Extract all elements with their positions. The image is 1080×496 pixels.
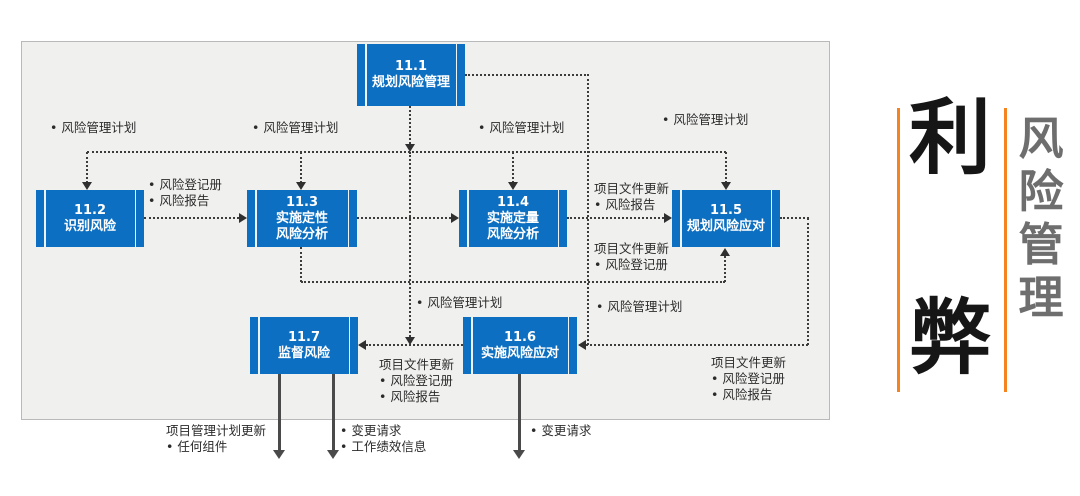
orange-divider-left <box>897 108 900 392</box>
arrowhead-into-11-3-top <box>296 182 306 190</box>
connector-11-1-down-lower <box>409 152 411 337</box>
process-name: 实施定量 风险分析 <box>486 210 539 242</box>
arrowhead-into-11-5-left <box>664 213 672 223</box>
process-box-11-3-qualitative-analysis: 11.3 实施定性 风险分析 <box>247 190 357 247</box>
arrowhead-into-11-7-right <box>358 340 366 350</box>
connector-11-6-to-11-7 <box>366 344 463 346</box>
process-box-11-5-plan-risk-responses: 11.5 规划风险应对 <box>672 190 780 247</box>
output-arrowhead <box>327 450 339 459</box>
connector-riser-into-11-5 <box>724 256 726 282</box>
label-project-documents-updates: 项目文件更新 • 风险登记册 • 风险报告 <box>711 355 787 402</box>
label-change-requests-work-performance: • 变更请求 • 工作绩效信息 <box>340 423 427 454</box>
label-risk-management-plan: • 风险管理计划 <box>478 120 565 135</box>
process-box-11-1-plan-risk-management: 11.1 规划风险管理 <box>357 44 465 106</box>
connector-11-1-right <box>465 74 589 76</box>
output-arrow-11-6 <box>518 374 521 451</box>
connector-right-column-drop <box>587 74 589 345</box>
output-arrow-11-7-left <box>278 374 281 451</box>
connector-rail-mid <box>301 281 725 283</box>
arrowhead-11-1-to-lower-rail <box>405 337 415 345</box>
connector-drop-11-4 <box>512 152 514 183</box>
connector-11-2-to-11-3 <box>144 217 239 219</box>
connector-drop-11-2 <box>86 152 88 183</box>
process-number: 11.2 <box>73 202 107 218</box>
process-number: 11.7 <box>287 329 321 345</box>
process-box-11-6-implement-risk-responses: 11.6 实施风险应对 <box>463 317 577 374</box>
vertical-title-risk-management: 风 险 管 理 <box>1018 112 1064 324</box>
connector-11-3-to-11-4 <box>357 217 451 219</box>
label-project-documents-updates: 项目文件更新 • 风险登记册 • 风险报告 <box>379 357 455 404</box>
process-number: 11.3 <box>285 194 319 210</box>
arrowhead-into-11-5-top <box>721 182 731 190</box>
arrowhead-into-11-4-top <box>508 182 518 190</box>
connector-11-3-bottom-drop <box>300 247 302 282</box>
label-project-documents-updates-risk-register: 项目文件更新 • 风险登记册 <box>594 241 670 272</box>
arrowhead-11-1-to-rail <box>405 144 415 152</box>
connector-rail-top <box>87 151 726 153</box>
label-risk-management-plan: • 风险管理计划 <box>416 295 503 310</box>
arrowhead-into-11-5-bottom <box>720 248 730 256</box>
process-box-11-7-monitor-risks: 11.7 监督风险 <box>250 317 358 374</box>
process-number: 11.4 <box>496 194 530 210</box>
process-box-11-2-identify-risks: 11.2 识别风险 <box>36 190 144 247</box>
process-name: 识别风险 <box>63 218 116 234</box>
label-risk-register-and-report: • 风险登记册 • 风险报告 <box>148 177 222 208</box>
orange-divider-right <box>1004 108 1007 392</box>
label-risk-management-plan: • 风险管理计划 <box>662 112 749 127</box>
process-number: 11.6 <box>503 329 537 345</box>
connector-rail-into-11-6 <box>586 344 808 346</box>
label-change-requests: • 变更请求 <box>530 423 592 438</box>
label-project-documents-updates-risk-report: 项目文件更新 • 风险报告 <box>594 181 670 212</box>
process-number: 11.1 <box>394 59 428 74</box>
label-risk-management-plan: • 风险管理计划 <box>50 120 137 135</box>
process-name: 实施风险应对 <box>480 345 559 361</box>
label-risk-management-plan: • 风险管理计划 <box>596 299 683 314</box>
arrowhead-into-11-4-left <box>451 213 459 223</box>
connector-11-5-to-11-6-drop <box>807 218 809 345</box>
big-char-pro: 利 <box>908 91 991 186</box>
output-arrow-11-7-right <box>332 374 335 451</box>
arrowhead-into-11-6-right <box>578 340 586 350</box>
connector-drop-11-5 <box>725 152 727 183</box>
output-arrowhead <box>513 450 525 459</box>
output-arrowhead <box>273 450 285 459</box>
connector-11-5-right <box>780 217 809 219</box>
process-box-11-4-quantitative-analysis: 11.4 实施定量 风险分析 <box>459 190 567 247</box>
arrowhead-into-11-3-left <box>239 213 247 223</box>
connector-11-4-to-11-5 <box>567 217 664 219</box>
arrowhead-into-11-2 <box>82 182 92 190</box>
connector-drop-11-3 <box>300 152 302 183</box>
label-risk-management-plan: • 风险管理计划 <box>252 120 339 135</box>
process-name: 规划风险管理 <box>371 75 450 90</box>
connector-11-1-down-upper <box>409 106 411 144</box>
process-name: 实施定性 风险分析 <box>275 210 328 242</box>
process-name: 监督风险 <box>277 345 330 361</box>
process-name: 规划风险应对 <box>686 218 765 234</box>
big-char-con: 弊 <box>908 291 991 386</box>
process-number: 11.5 <box>709 202 743 218</box>
label-project-management-plan-updates: 项目管理计划更新 • 任何组件 <box>166 423 267 454</box>
